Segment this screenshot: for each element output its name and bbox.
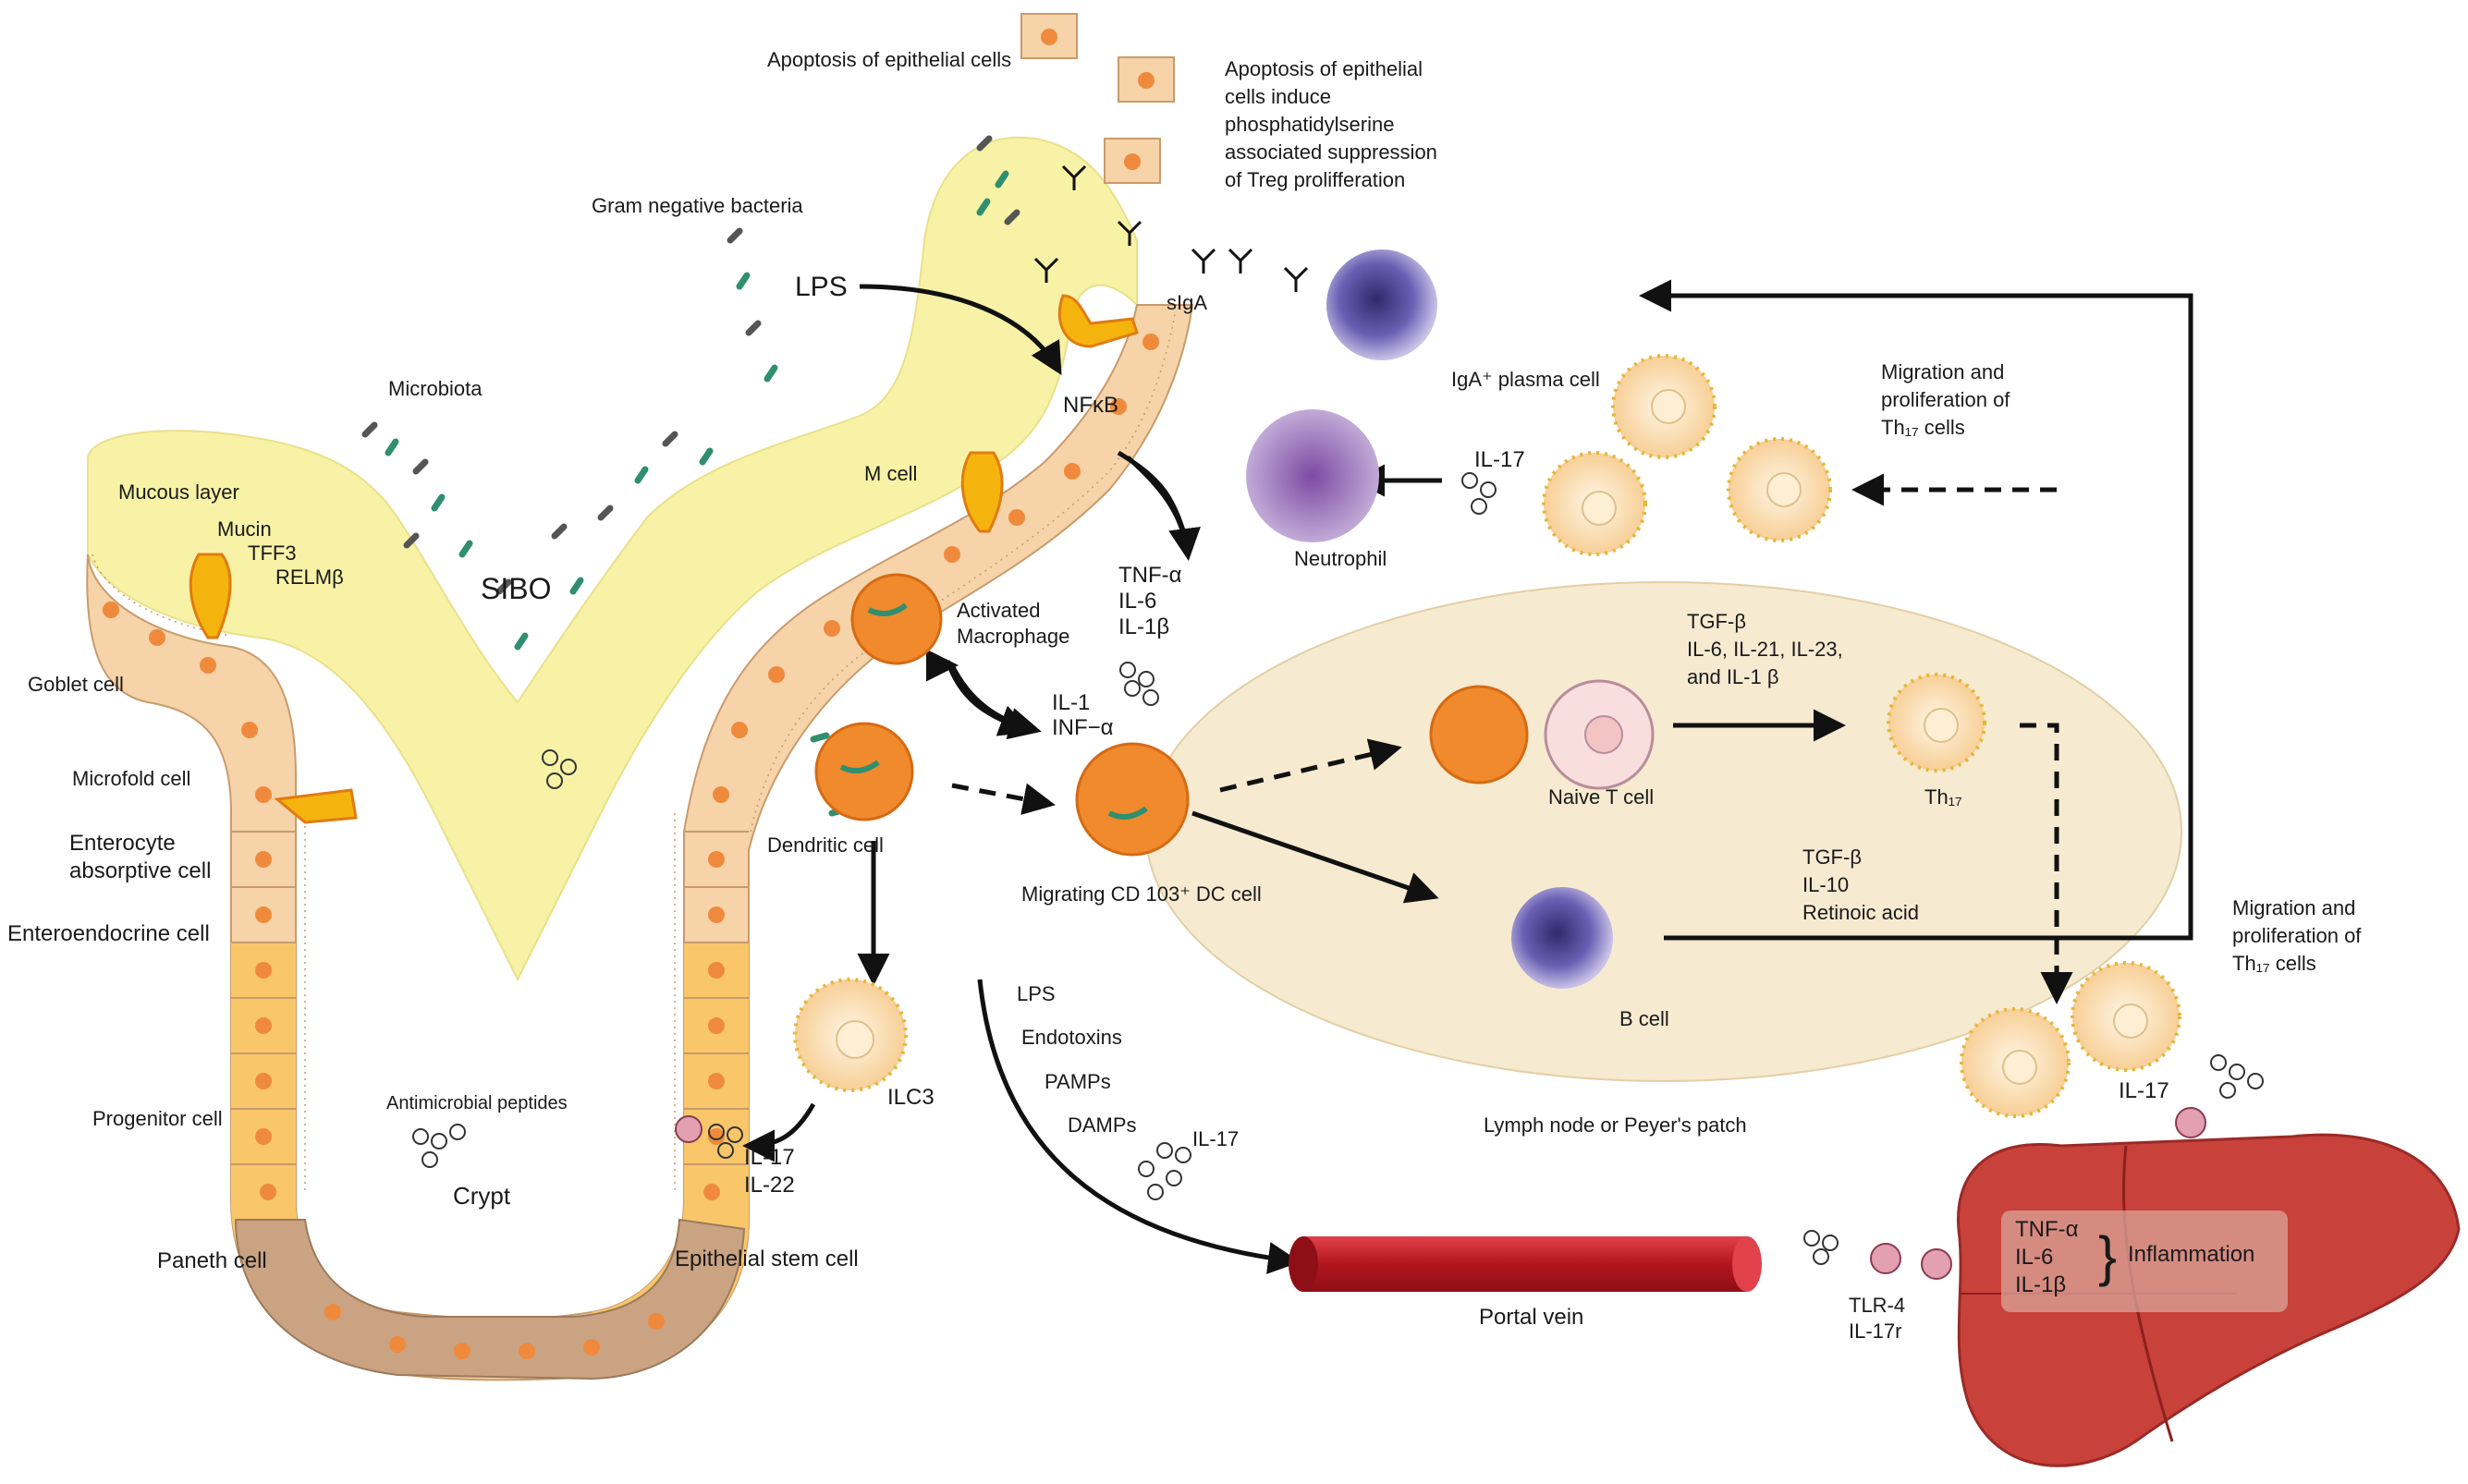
label-relmb: RELMβ: [275, 566, 344, 589]
label-microfold: Microfold cell: [72, 767, 190, 790]
label-mucous-layer: Mucous layer: [118, 480, 239, 504]
nfkb-arrow: [1117, 450, 1191, 546]
label-il1b: IL-1β: [1118, 614, 1169, 639]
label-lymph-node: Lymph node or Peyer's patch: [1484, 1113, 1747, 1137]
label-stem-cell: Epithelial stem cell: [675, 1247, 859, 1271]
cytokine-vesicles: [412, 472, 2264, 1265]
label-tnf: TNF-α: [1118, 563, 1182, 588]
label-il17-ilc3: IL-17: [744, 1145, 795, 1170]
label-il17-neutrophil: IL-17: [1474, 447, 1525, 472]
label-il17r: IL-17r: [1849, 1320, 1901, 1343]
plasma-cell: [1326, 249, 1437, 360]
label-liver-il1b: IL-1β: [2015, 1272, 2066, 1297]
label-tgf-bottom-1: TGF-β: [1802, 845, 1862, 869]
label-m-cell: M cell: [864, 462, 917, 485]
label-iga-plasma: IgA⁺ plasma cell: [1451, 368, 1600, 391]
label-gram-negative: Gram negative bacteria: [592, 194, 803, 217]
label-microbiota: Microbiota: [388, 377, 483, 400]
neutrophil-cell: [1246, 409, 1379, 542]
arrows: [742, 279, 2193, 1274]
svg-text:of Treg prolifferation: of Treg prolifferation: [1225, 168, 1405, 191]
label-inflammation: Inflammation: [2128, 1242, 2254, 1267]
label-b-cell: B cell: [1619, 1007, 1669, 1030]
activated-macrophage: [850, 573, 943, 665]
label-il17-lower: IL-17: [1192, 1127, 1239, 1150]
apoptosis-note: Apoptosis of epithelial cells induce pho…: [1225, 57, 1437, 191]
dendritic-cell: [814, 722, 914, 821]
lymph-node-region: [1145, 581, 2182, 1082]
label-enterocyte-2: absorptive cell: [69, 858, 211, 883]
bacteria: [361, 135, 1020, 817]
il1-arrow: [945, 660, 1032, 736]
goblet-cells: [189, 294, 1139, 824]
label-enterocyte-1: Enterocyte: [69, 831, 176, 856]
label-tgf-bottom-2: IL-10: [1802, 873, 1849, 896]
label-crypt: Crypt: [453, 1182, 511, 1210]
label-sibo: SIBO: [481, 572, 551, 605]
label-migration-right-2: proliferation of: [2232, 924, 2362, 947]
siga-antibodies: [1033, 164, 1309, 292]
label-tgf-top-1: TGF-β: [1687, 610, 1746, 633]
t-cell-nuclei: [836, 389, 2148, 1085]
b-cell: [1511, 887, 1613, 989]
label-lps-top: LPS: [795, 272, 848, 302]
label-migration-top-3: Th₁₇ cells: [1881, 416, 1965, 439]
svg-text:cells induce: cells induce: [1225, 85, 1331, 108]
label-paneth: Paneth cell: [157, 1248, 267, 1273]
label-migrating-dc: Migrating CD 103⁺ DC cell: [1021, 882, 1262, 906]
label-liver-tnf: TNF-α: [2015, 1217, 2079, 1242]
label-goblet: Goblet cell: [28, 673, 124, 696]
label-migration-top-1: Migration and: [1881, 360, 2004, 383]
label-ilc3: ILC3: [887, 1085, 935, 1110]
svg-text:associated suppression: associated suppression: [1225, 140, 1437, 164]
label-nfkb: NFκB: [1063, 393, 1118, 418]
label-lps-list-2: Endotoxins: [1021, 1026, 1122, 1049]
brace: }: [2098, 1225, 2117, 1287]
label-enteroendocrine: Enteroendocrine cell: [7, 921, 210, 946]
svg-text:Apoptosis of epithelial: Apoptosis of epithelial: [1225, 57, 1423, 80]
apoptotic-cells: [1020, 13, 1175, 184]
label-progenitor: Progenitor cell: [92, 1107, 223, 1130]
label-il1: IL-1: [1052, 690, 1090, 715]
label-migration-right-1: Migration and: [2232, 896, 2355, 919]
label-th17: Th₁₇: [1924, 785, 1962, 809]
label-naive-t: Naive T cell: [1548, 785, 1654, 809]
label-activated-2: Macrophage: [957, 625, 1069, 648]
label-tgf-bottom-3: Retinoic acid: [1802, 901, 1919, 924]
label-tgf-top-2: IL-6, IL-21, IL-23,: [1687, 638, 1843, 661]
label-lps-list-4: DAMPs: [1068, 1113, 1137, 1137]
label-inf: INF−α: [1052, 715, 1114, 740]
migrating-dc: [1075, 742, 1190, 857]
label-il6: IL-6: [1118, 589, 1156, 614]
label-dendritic: Dendritic cell: [767, 833, 884, 857]
label-migration-top-2: proliferation of: [1881, 388, 2010, 411]
label-migration-right-3: Th₁₇ cells: [2232, 952, 2316, 975]
svg-text:phosphatidylserine: phosphatidylserine: [1225, 113, 1394, 136]
dashed-arrows: [951, 473, 2073, 1004]
label-neutrophil: Neutrophil: [1294, 547, 1387, 570]
label-il22: IL-22: [744, 1173, 795, 1198]
dc-naive-t-pair: [1429, 679, 1655, 790]
label-mucin: Mucin: [217, 517, 272, 541]
label-activated-1: Activated: [957, 599, 1041, 622]
receptors: [675, 1107, 2206, 1280]
label-il17-right: IL-17: [2119, 1078, 2169, 1103]
label-tlr4: TLR-4: [1849, 1294, 1905, 1317]
label-tgf-top-3: and IL-1 β: [1687, 665, 1779, 688]
label-tff3: TFF3: [248, 541, 297, 565]
label-liver-il6: IL-6: [2015, 1245, 2053, 1270]
liver: [1957, 1133, 2461, 1467]
label-portal-vein: Portal vein: [1479, 1305, 1583, 1330]
label-siga: sIgA: [1167, 291, 1207, 314]
label-antimicrobial: Antimicrobial peptides: [386, 1093, 568, 1113]
label-lps-list-3: PAMPs: [1045, 1070, 1111, 1093]
label-apoptosis-cells: Apoptosis of epithelial cells: [767, 48, 1011, 71]
label-lps-list-1: LPS: [1017, 982, 1056, 1005]
epithelium: [86, 304, 1194, 1381]
portal-vein: [1289, 1236, 1762, 1292]
